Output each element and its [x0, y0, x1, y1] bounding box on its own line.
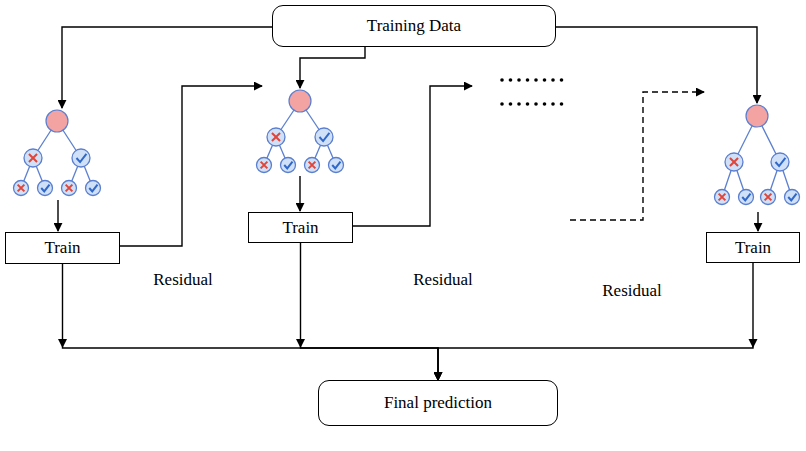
check-icon [776, 158, 786, 166]
merge-arrow [301, 243, 439, 380]
cross-icon [730, 158, 738, 166]
tree-node [761, 190, 776, 205]
check-icon [742, 194, 750, 201]
tree-node [739, 190, 754, 205]
tree-node [725, 153, 743, 171]
cross-icon [261, 162, 268, 169]
tree-node [24, 149, 42, 167]
tree-node [771, 153, 789, 171]
tree-node [62, 181, 77, 196]
check-icon [77, 154, 87, 162]
node-text: Training Data [367, 16, 461, 36]
node-text: Final prediction [384, 393, 492, 413]
cross-icon [309, 162, 316, 169]
decision-tree [257, 90, 344, 173]
decision-tree [715, 105, 800, 205]
tree-node [267, 128, 285, 146]
residual-label: Residual [600, 281, 664, 301]
node-text: Train [735, 238, 771, 258]
continuation-dot [509, 102, 513, 106]
continuation-dot [526, 78, 530, 82]
arrow-line [570, 92, 704, 220]
tree-root [746, 105, 768, 127]
tree-node [305, 158, 320, 173]
tree-node [257, 158, 272, 173]
continuation-dot [543, 78, 547, 82]
merge-arrow [438, 263, 753, 380]
prediction-box: Final prediction [318, 380, 558, 426]
tree-root [46, 110, 68, 132]
cross-icon [719, 194, 726, 201]
tree-node [281, 158, 296, 173]
check-icon [89, 185, 97, 192]
check-icon [41, 185, 49, 192]
arrow-line [120, 86, 262, 246]
cross-icon [66, 185, 73, 192]
tree-node [38, 181, 53, 196]
tree-node [14, 181, 29, 196]
arrow-line [62, 27, 272, 108]
cross-icon [18, 185, 25, 192]
check-icon [332, 162, 340, 169]
continuation-dot [543, 102, 547, 106]
continuation-dot [560, 102, 564, 106]
continuation-dot [509, 78, 513, 82]
residual-label: Residual [151, 270, 215, 290]
tree-node [86, 181, 101, 196]
tree-node [715, 190, 730, 205]
tree-node [315, 128, 333, 146]
node-text: Train [44, 238, 80, 258]
train-box: Train [706, 232, 800, 263]
continuation-dot [551, 78, 555, 82]
decision-tree [14, 110, 101, 196]
arrow-line [57, 200, 58, 231]
arrow-line [299, 176, 300, 211]
continuation-dot [517, 102, 521, 106]
continuation-dot [526, 102, 530, 106]
node-text: Train [282, 218, 318, 238]
cross-icon [272, 133, 280, 141]
tree-node [72, 149, 90, 167]
arrow-line [300, 47, 365, 88]
continuation-dot [500, 102, 504, 106]
check-icon [788, 194, 796, 201]
train-box: Train [248, 212, 353, 243]
continuation-dot [551, 102, 555, 106]
arrow-line [353, 86, 472, 226]
tree-node [329, 158, 344, 173]
continuation-dot [534, 102, 538, 106]
tree-root [289, 90, 311, 112]
data-box: Training Data [272, 5, 556, 47]
arrow-line [757, 212, 758, 231]
continuation-dot [500, 78, 504, 82]
tree-node [785, 190, 800, 205]
cross-icon [765, 194, 772, 201]
continuation-dot [517, 78, 521, 82]
merge-arrow [63, 264, 439, 380]
continuation-dot [534, 78, 538, 82]
residual-label: Residual [411, 270, 475, 290]
check-icon [320, 133, 330, 141]
continuation-dot [560, 78, 564, 82]
check-icon [284, 162, 292, 169]
train-box: Train [5, 232, 120, 264]
cross-icon [29, 154, 37, 162]
